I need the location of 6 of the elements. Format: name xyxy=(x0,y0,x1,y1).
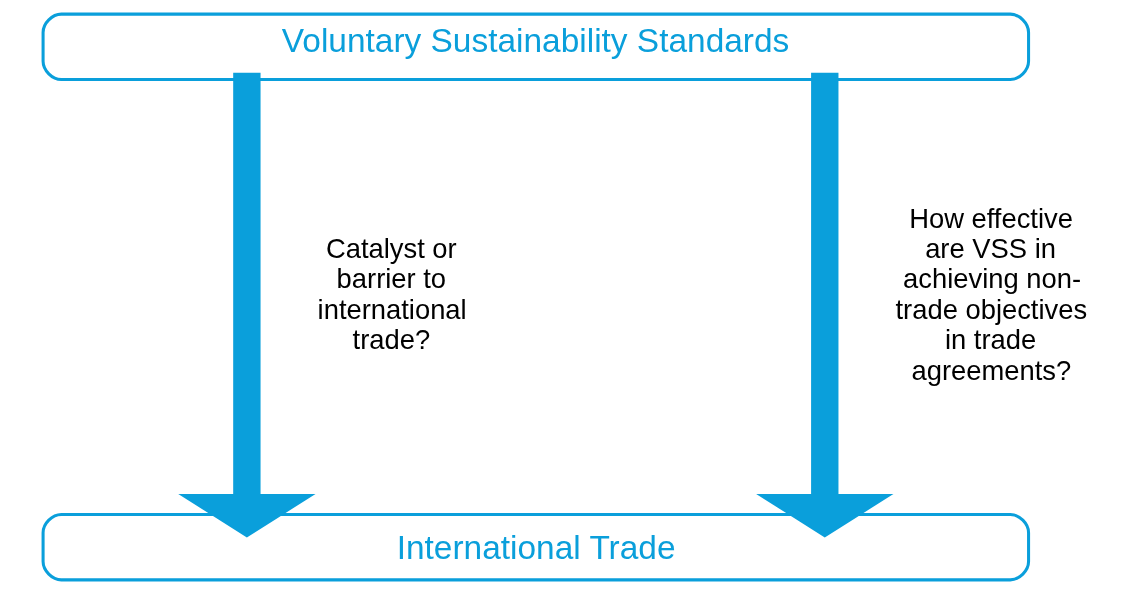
node-box: Voluntary Sustainability Standards xyxy=(41,12,1031,82)
arrow xyxy=(178,72,316,538)
edge-label: Catalyst or barrier to international trade? xyxy=(317,233,467,356)
node-box: International Trade xyxy=(41,512,1031,582)
edge-label: How effective are VSS in achieving non-trade objectives in trade agreements? xyxy=(895,202,1088,386)
arrow xyxy=(756,72,894,538)
